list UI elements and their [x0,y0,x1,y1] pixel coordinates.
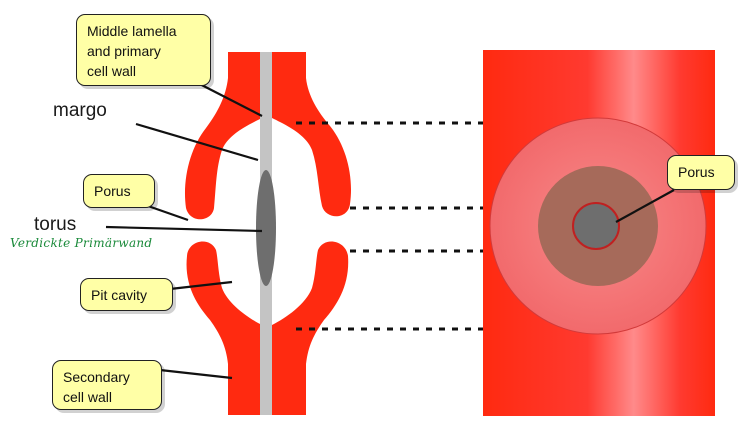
leader-torus [105,225,263,233]
margo-label: margo [53,100,107,121]
callout-porus-right: Porus [667,155,735,190]
pit-cross-section [184,52,352,415]
pit-surface-view [483,50,715,416]
callout-middle-lamella: Middle lamella and primary cell wall [76,14,211,86]
torus [256,170,276,286]
leader-porus-left [147,204,189,222]
secondary-wall-left-top [184,52,262,220]
secondary-wall-left-bottom [186,241,262,415]
leader-margo [135,122,259,162]
callout-pit-cavity: Pit cavity [80,278,173,311]
leader-pit-cavity [169,280,233,291]
handwritten-note: Verdickte Primärwand [10,236,153,250]
torus-label: torus [34,214,77,235]
porus-hole [572,202,620,250]
callout-secondary-wall: Secondary cell wall [52,360,162,410]
secondary-wall-right-top [272,52,352,217]
callout-porus-left: Porus [83,174,155,208]
leader-secondary-wall [159,368,233,380]
leader-lines [105,77,675,380]
leader-porus-right [615,189,675,223]
